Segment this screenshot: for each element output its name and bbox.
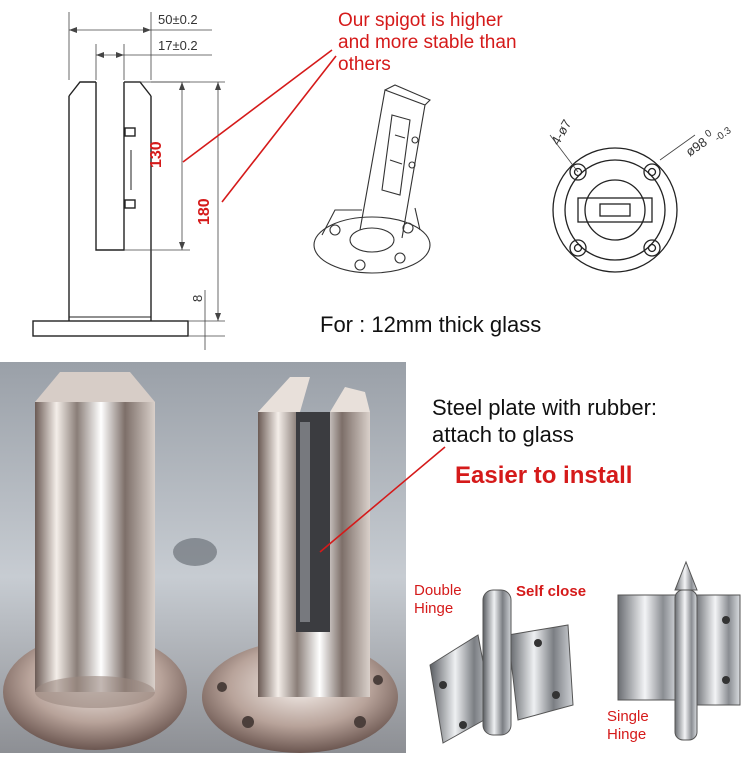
spigot-note-leader: [182, 49, 337, 203]
side-view-drawing: [32, 12, 225, 350]
single-hinge-label-line-2: Hinge: [607, 726, 647, 743]
single-hinge-photo: [600, 560, 750, 753]
spigot-photo: [0, 362, 406, 753]
isometric-drawing: [313, 84, 431, 274]
spigot-note: Our spigot is higher and more stable tha…: [338, 10, 517, 76]
double-hinge-label-line-2: Hinge: [414, 600, 454, 617]
spigot-note-line-1: Our spigot is higher: [338, 10, 503, 31]
top-view-drawing: [549, 134, 696, 273]
install-note: Easier to install: [455, 462, 633, 489]
plate-note: Steel plate with rubber: attach to glass: [432, 394, 657, 448]
double-hinge-photo: [408, 565, 608, 753]
spigot-note-line-2: and more stable than: [338, 32, 517, 53]
glass-note: For : 12mm thick glass: [320, 312, 542, 337]
plate-note-line-1: Steel plate with rubber:: [432, 395, 658, 420]
spigot-note-line-3: others: [338, 54, 391, 75]
self-close-label: Self close: [516, 583, 587, 600]
dim-width-inner: 17±0.2: [158, 38, 198, 53]
plate-note-line-2: attach to glass: [432, 422, 574, 447]
double-hinge-label: Double Hinge: [414, 582, 462, 618]
double-hinge-label-line-1: Double: [414, 582, 462, 599]
dim-width-outer: 50±0.2: [158, 12, 198, 27]
plate-note-leader: [319, 446, 446, 553]
single-hinge-label-line-1: Single: [607, 708, 649, 725]
single-hinge-label: Single Hinge: [607, 708, 649, 744]
